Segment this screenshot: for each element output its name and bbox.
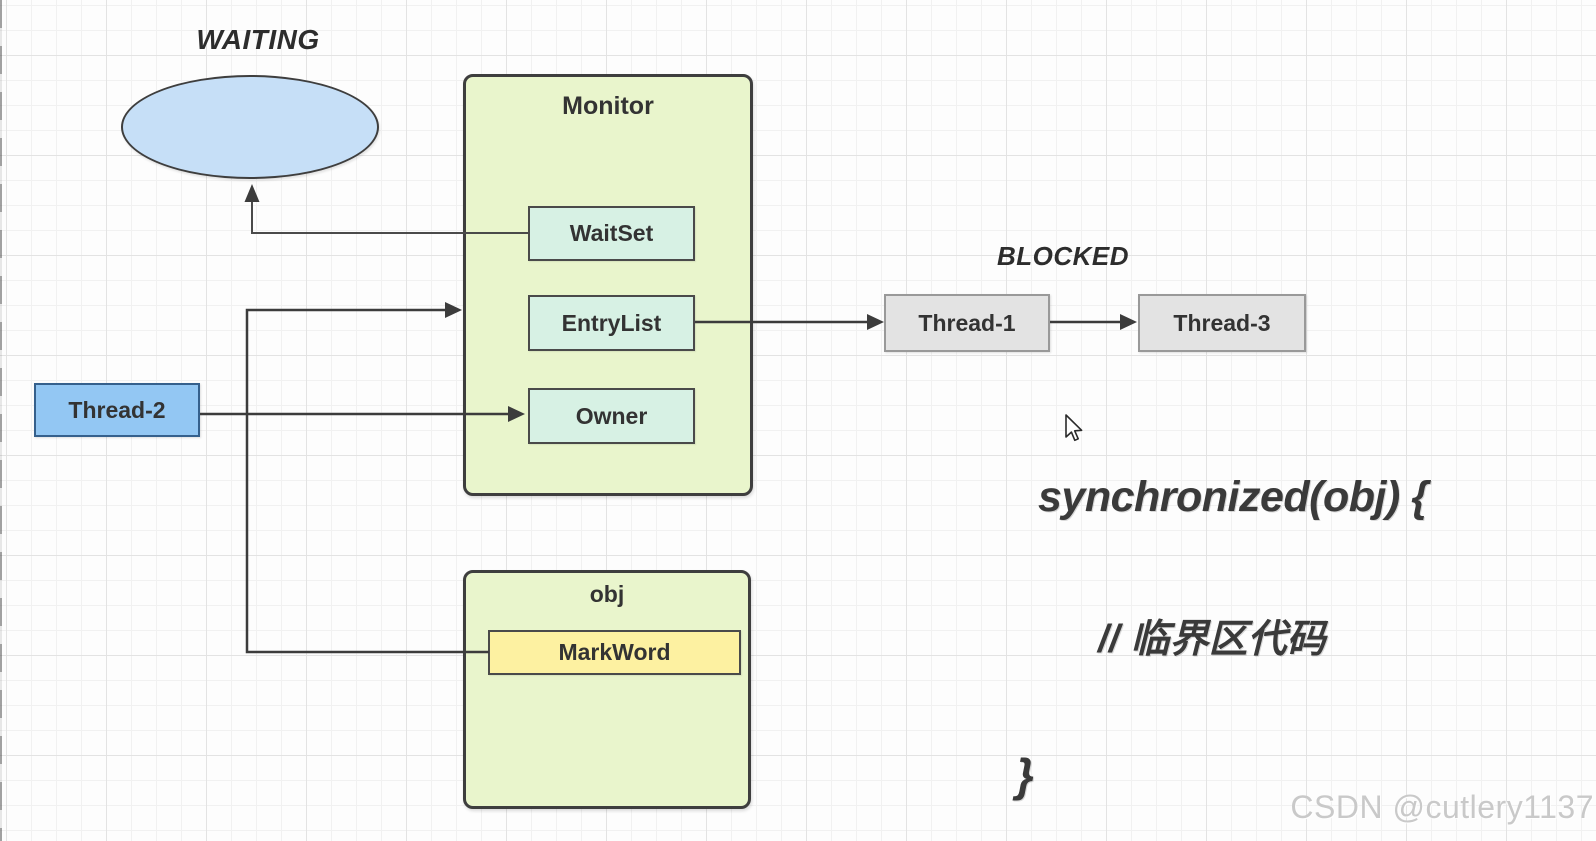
code-synchronized-line: synchronized(obj) {: [1038, 473, 1428, 521]
thread2-node: Thread-2: [34, 383, 200, 437]
blocked-state-label: BLOCKED: [996, 241, 1130, 271]
entrylist-node: EntryList: [528, 295, 695, 351]
waitset-node: WaitSet: [528, 206, 695, 261]
code-closing-brace: }: [1016, 749, 1034, 801]
thread3-node: Thread-3: [1138, 294, 1306, 352]
monitor-title: Monitor: [562, 92, 654, 120]
frame-edge-artifact: [0, 0, 2, 841]
code-comment-line: // 临界区代码: [1098, 618, 1326, 661]
markword-node: MarkWord: [488, 630, 741, 675]
csdn-watermark: CSDN @cutlery1137: [1290, 789, 1594, 825]
waiting-ellipse: [121, 75, 379, 179]
owner-node: Owner: [528, 388, 695, 444]
mouse-cursor-icon: [1065, 414, 1083, 442]
thread1-node: Thread-1: [884, 294, 1050, 352]
obj-container: obj: [463, 570, 751, 809]
waiting-state-label: WAITING: [196, 24, 320, 55]
obj-title: obj: [589, 581, 625, 607]
connector-thread1-to-thread3: [1050, 314, 1137, 330]
connector-markword-to-monitor: [245, 302, 489, 654]
